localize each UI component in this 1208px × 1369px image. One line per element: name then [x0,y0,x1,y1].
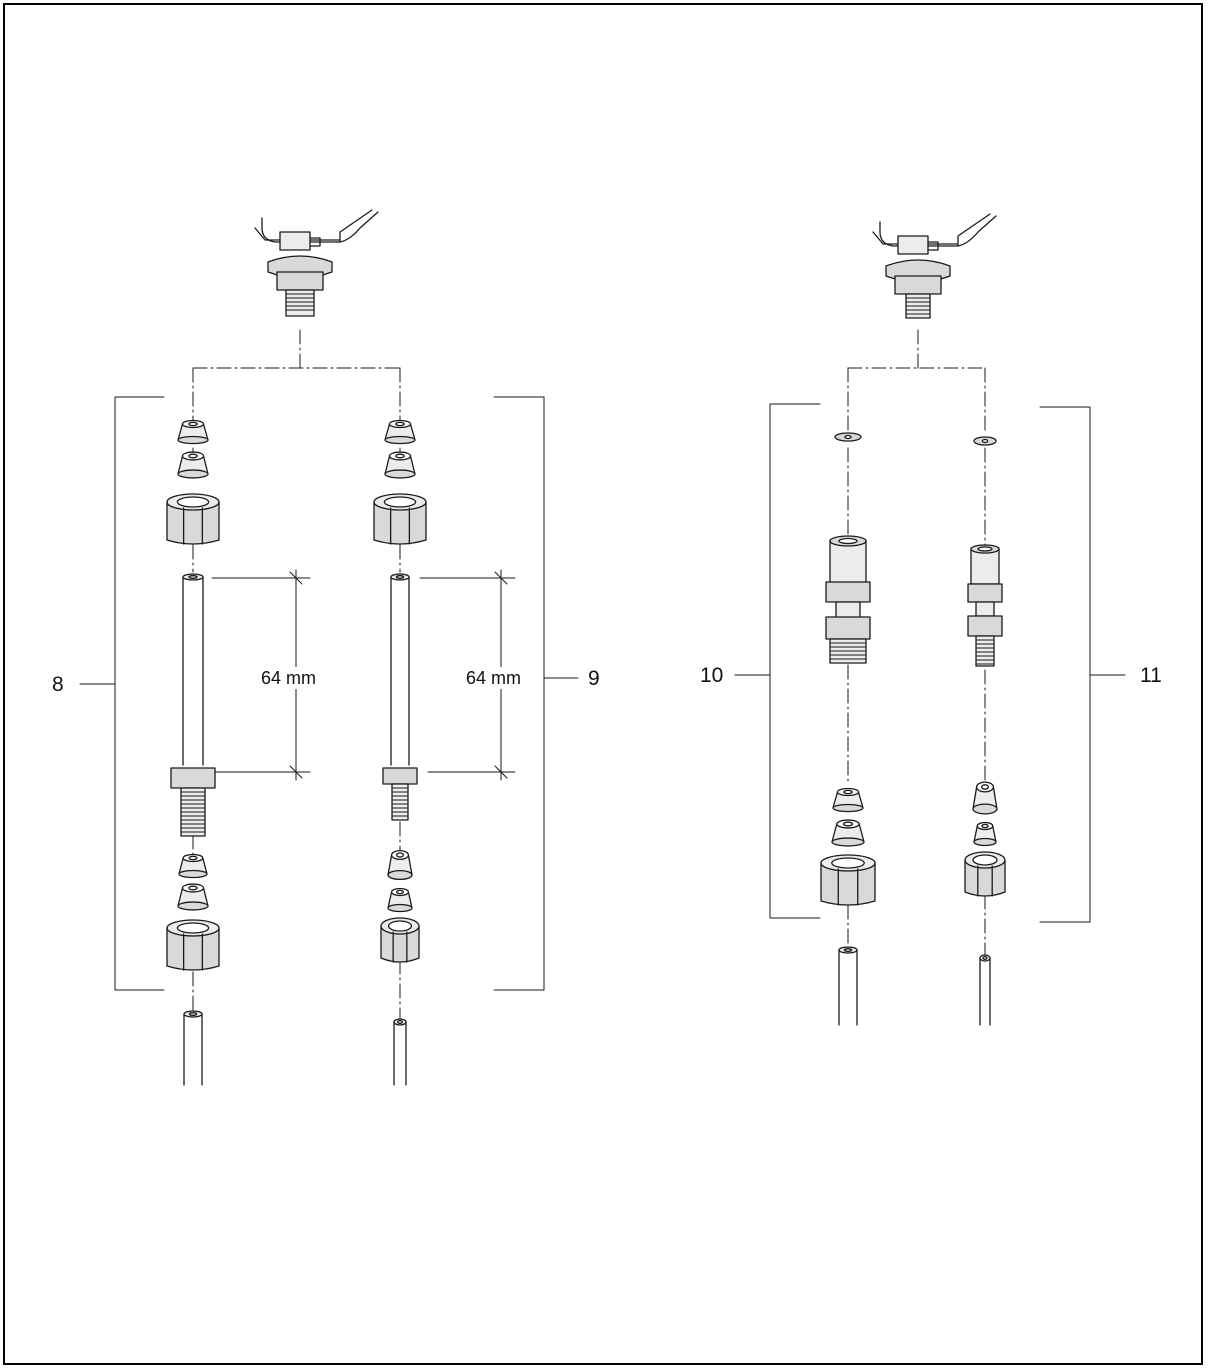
ferrule-lower-back [177,883,209,911]
tube-thread [391,783,409,821]
fitting-column-8 [166,419,220,1086]
right-center-lines [847,329,986,956]
union-nut [820,854,876,906]
ferrule-top [972,781,998,815]
sealing-washer [834,432,862,442]
ferrule-back [831,819,865,847]
ferrule-top [832,787,864,813]
ferrule-lower [387,849,413,881]
union-nut-top [373,493,427,545]
ferrule-top [384,419,416,445]
drawing-frame [3,3,1203,1365]
right-valve-body [872,213,997,319]
dimension-lines-left [211,569,516,781]
adapter-neck [835,601,861,619]
adapter-bore [838,537,858,545]
stub-tube [390,573,410,766]
supply-tube [393,1018,407,1086]
ferrule-back [384,451,416,479]
supply-tube [183,1010,203,1086]
left-valve-body [254,209,379,317]
union-nut [964,851,1006,897]
bracket-11 [1039,406,1126,923]
sealing-washer [973,436,997,446]
adapter-hex-lower [967,615,1003,637]
bracket-9 [493,396,579,991]
callout-10: 10 [700,664,724,687]
fitting-column-10 [820,432,876,1026]
left-center-lines [192,329,401,1021]
union-nut-top [166,493,220,545]
ferrule-top [177,419,209,445]
adapter-hex-lower [825,616,871,640]
fitting-column-9 [373,419,427,1086]
bracket-8 [79,396,165,991]
callout-11: 11 [1140,664,1162,687]
adapter-hex-upper [825,581,871,603]
fitting-column-11 [964,436,1006,1026]
adapter-neck [975,601,995,617]
dimension-label-right: 64 mm [463,667,525,689]
stub-tube [182,573,204,766]
union-nut-bottom [166,919,220,971]
ferrule-lower [178,853,208,879]
bracket-10 [734,403,821,919]
union-nut-bottom [380,917,420,963]
adapter-hex-upper [967,583,1003,603]
tube-hex [170,767,216,789]
callout-9: 9 [588,667,600,690]
supply-tube [979,954,991,1026]
ferrule-lower-back [387,887,413,913]
ferrule-back [177,451,209,479]
tube-hex [382,767,418,785]
adapter-body [970,547,1000,585]
adapter-thread [975,635,995,667]
supply-tube [838,946,858,1026]
ferrule-back [973,821,997,847]
tube-thread [180,787,206,837]
dimension-label-left: 64 mm [258,667,320,689]
callout-8: 8 [52,673,64,696]
adapter-bore [977,546,993,552]
adapter-body [829,539,867,585]
adapter-thread [829,638,867,664]
